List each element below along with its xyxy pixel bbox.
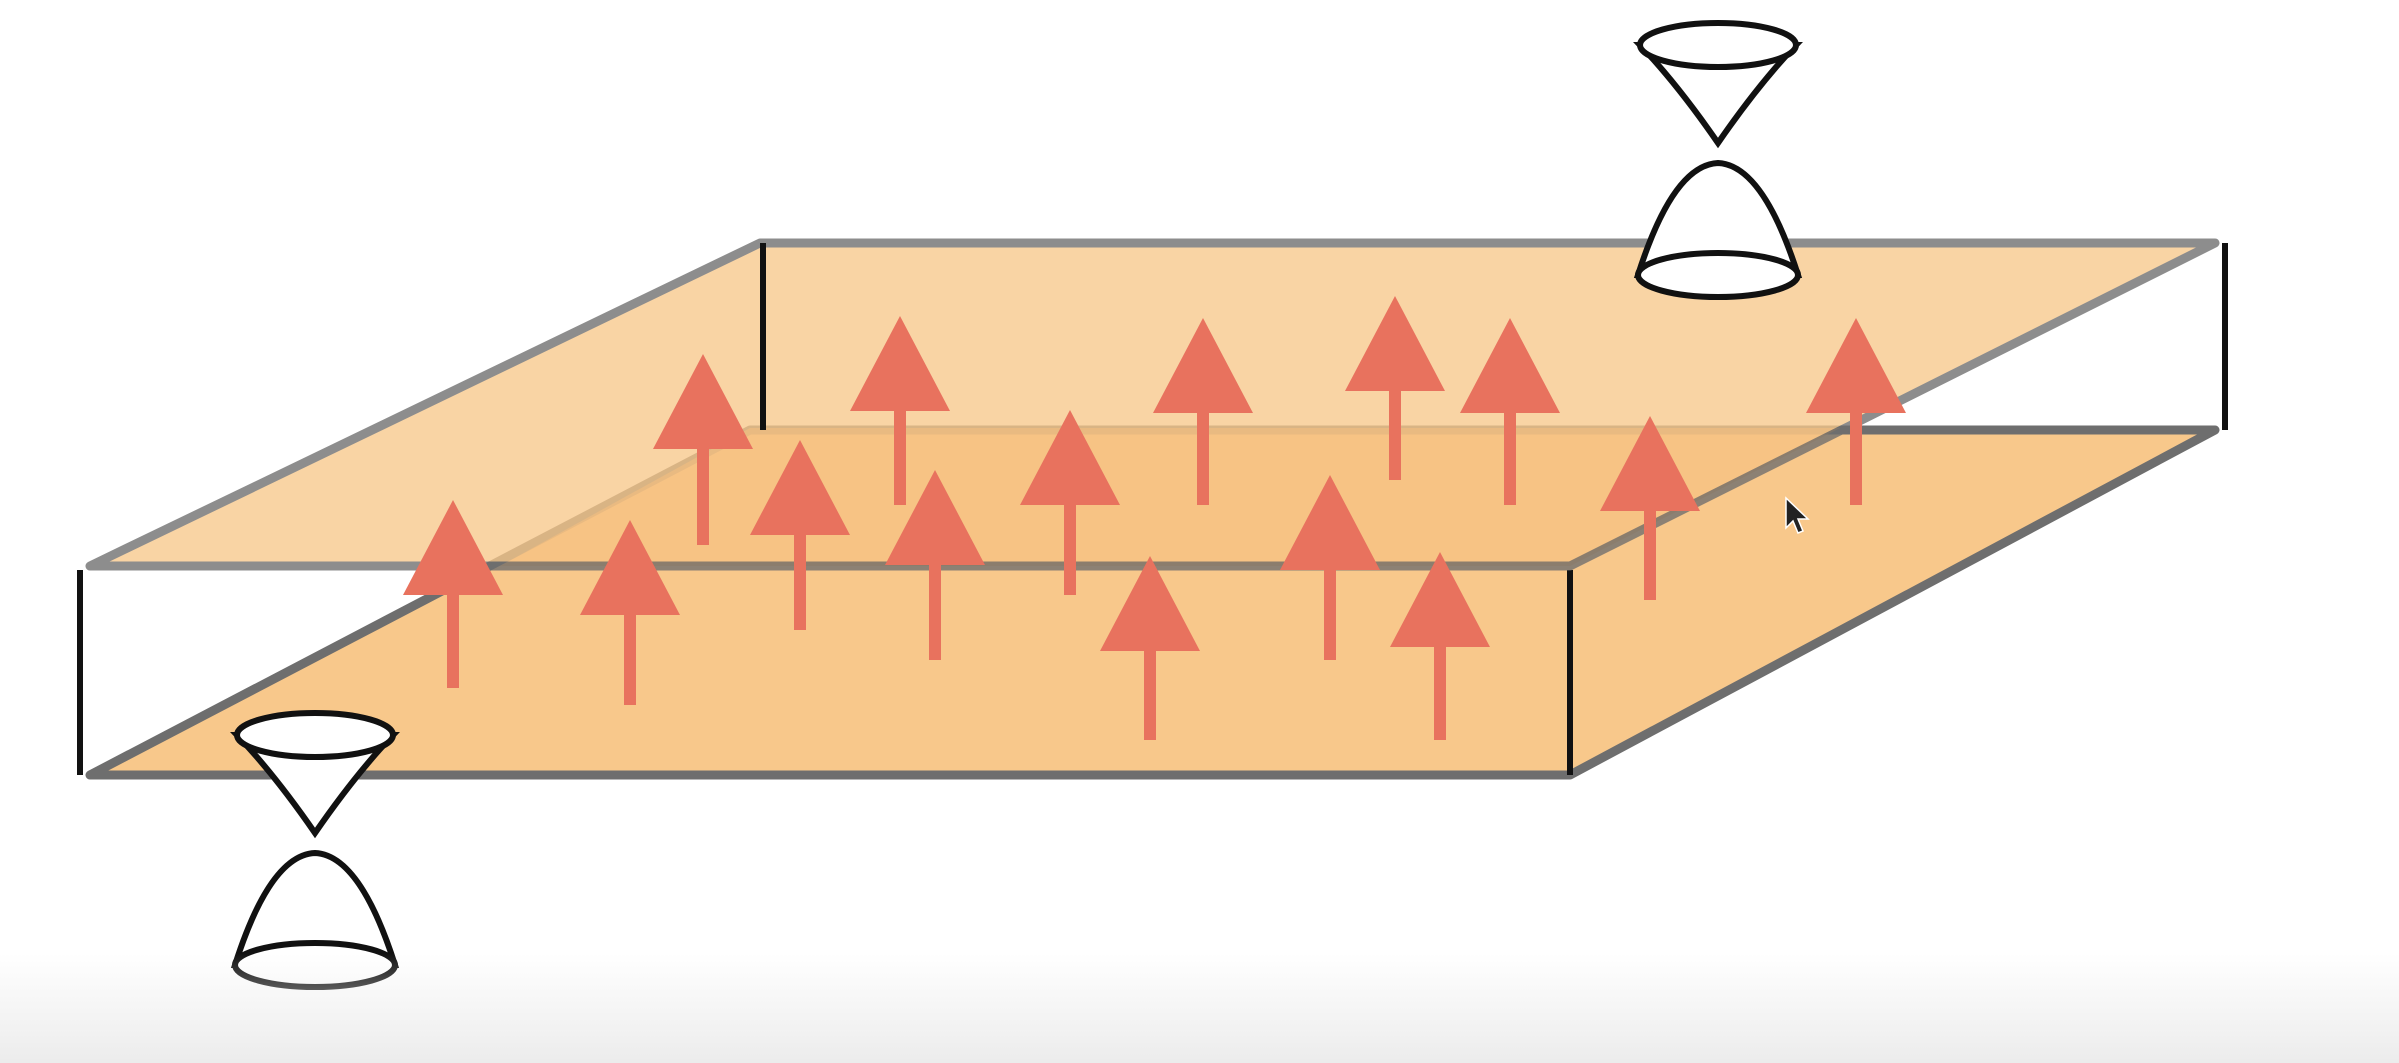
arrow-icon	[1100, 556, 1200, 651]
arrow-icon	[750, 440, 850, 535]
upper-cone	[1633, 42, 1803, 149]
arrow-icon	[1020, 410, 1120, 505]
upper-cone	[230, 732, 400, 839]
arrow-icon	[885, 470, 985, 565]
arrow-icon	[1345, 296, 1445, 391]
dirac-cone-icon	[1633, 20, 1803, 300]
lower-cone	[230, 849, 400, 968]
magnetization-arrows	[403, 296, 1906, 740]
arrow-icon	[1600, 416, 1700, 511]
arrow-icon	[580, 520, 680, 615]
arrow-icon	[1153, 318, 1253, 413]
lower-cone	[1633, 159, 1803, 278]
arrow-icon	[1806, 318, 1906, 413]
upper-cone-rim	[234, 710, 396, 760]
arrow-icon	[1390, 552, 1490, 647]
upper-cone-rim	[1637, 20, 1799, 70]
bottom-fade	[0, 953, 2399, 1063]
mouse-cursor-icon	[1785, 496, 1810, 534]
dirac-cone-icon	[230, 710, 400, 990]
arrow-icon	[1280, 475, 1380, 570]
arrow-icon	[850, 316, 950, 411]
arrow-icon	[653, 354, 753, 449]
lower-cone-rim	[1635, 250, 1801, 300]
arrow-icon	[1460, 318, 1560, 413]
arrow-icon	[403, 500, 503, 595]
